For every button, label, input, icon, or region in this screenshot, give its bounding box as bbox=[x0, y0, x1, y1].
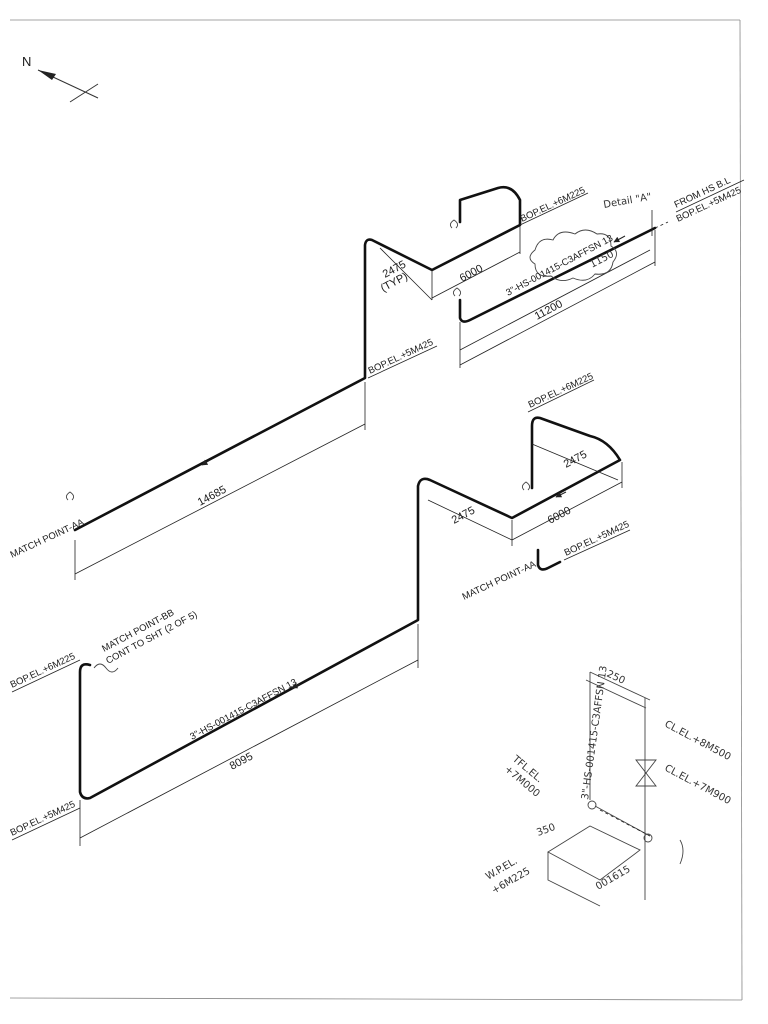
lower-pipe-route bbox=[78, 416, 623, 846]
dim-upper-long: 11200 bbox=[533, 298, 565, 323]
north-arrow-icon: N bbox=[22, 54, 99, 103]
lower-line-number: 3"-HS-001415-C3AFFSN 13 bbox=[188, 677, 299, 743]
sketch-cl-el-2: CL.EL.+7M900 bbox=[663, 763, 733, 807]
upper-top-elevation: BOP.EL.+6M225 bbox=[519, 185, 587, 225]
north-label: N bbox=[22, 54, 31, 69]
sheet-border bbox=[9, 19, 743, 1001]
sketch-line-number: 3"-HS-001415-C3AFFSN 13 bbox=[580, 665, 610, 800]
left-bottom-elevation: BOP.EL.+5M425 bbox=[9, 799, 77, 839]
detail-sketch: 250 3"-HS-001415-C3AFFSN 13 CL.EL.+8M500… bbox=[484, 665, 733, 907]
upper-mid-elevation: BOP.EL.+5M425 bbox=[367, 337, 435, 377]
dim-upper-rise: 6000 bbox=[458, 263, 485, 285]
lower-bottom-elevation: BOP.EL.+5M425 bbox=[563, 519, 631, 559]
detail-note: Detail "A" bbox=[603, 192, 653, 211]
sketch-dim-350: 350 bbox=[535, 822, 557, 839]
left-top-elevation: BOP.EL.+6M225 bbox=[9, 651, 77, 691]
lower-match-point: MATCH POINT-AA bbox=[461, 559, 539, 603]
lower-labels: BOP.EL.+6M225 BOP.EL.+5M425 2475 2475 60… bbox=[9, 371, 631, 841]
lower-top-elevation: BOP.EL.+6M225 bbox=[527, 371, 595, 411]
upper-pipe-route bbox=[65, 185, 669, 580]
sketch-bottom-no: 001615 bbox=[594, 864, 633, 893]
dim-lower-short-a: 2475 bbox=[562, 449, 589, 471]
dim-lower-rise: 6000 bbox=[546, 505, 573, 527]
dim-upper-run: 14685 bbox=[196, 484, 229, 509]
upper-labels: BOP.EL.+6M225 BOP.EL.+5M425 FROM HS B.L … bbox=[9, 175, 745, 561]
dim-lower-short-b: 2475 bbox=[450, 505, 477, 527]
sketch-cl-el-1: CL.EL.+8M500 bbox=[663, 719, 733, 763]
dim-lower-run: 8095 bbox=[228, 751, 255, 773]
